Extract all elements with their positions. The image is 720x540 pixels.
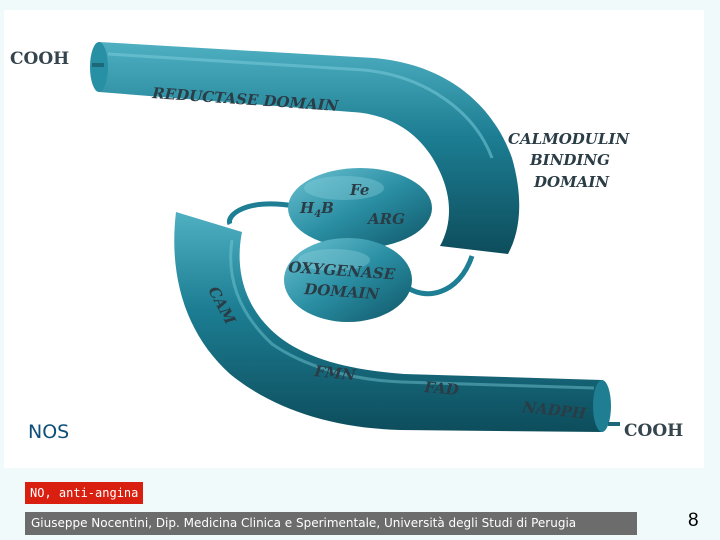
nos-diagram-panel: COOH REDUCTASE DOMAIN CALMODULIN BINDING… — [4, 10, 704, 468]
nos-structure-diagram: COOH REDUCTASE DOMAIN CALMODULIN BINDING… — [10, 42, 683, 441]
reductase-tube — [90, 42, 520, 254]
fe-label: Fe — [349, 181, 369, 199]
cooh-bottom-label: COOH — [624, 421, 683, 441]
slide-caption: NOS — [28, 421, 70, 443]
heme-cofactor-blob — [288, 168, 432, 248]
calmodulin-label-line1: CALMODULIN — [508, 130, 630, 148]
linker-loop-right — [402, 255, 475, 297]
highlight-tag: NO, anti-angina — [25, 482, 143, 504]
fad-label: FAD — [423, 378, 460, 399]
cooh-top-label: COOH — [10, 49, 69, 69]
footer-bar: Giuseppe Nocentini, Dip. Medicina Clinic… — [25, 512, 637, 535]
arg-label: ARG — [366, 210, 405, 228]
calmodulin-label-line3: DOMAIN — [533, 173, 610, 191]
oxygenase-tube — [174, 212, 620, 432]
page-number: 8 — [688, 510, 699, 531]
calmodulin-label-line2: BINDING — [529, 151, 610, 169]
linker-loop-left — [227, 201, 295, 226]
oxygenase-label-line2: DOMAIN — [303, 280, 381, 303]
h4b-label: H4B — [299, 199, 334, 220]
fmn-label: FMN — [313, 362, 358, 384]
oxygenase-domain-blob — [284, 238, 412, 322]
